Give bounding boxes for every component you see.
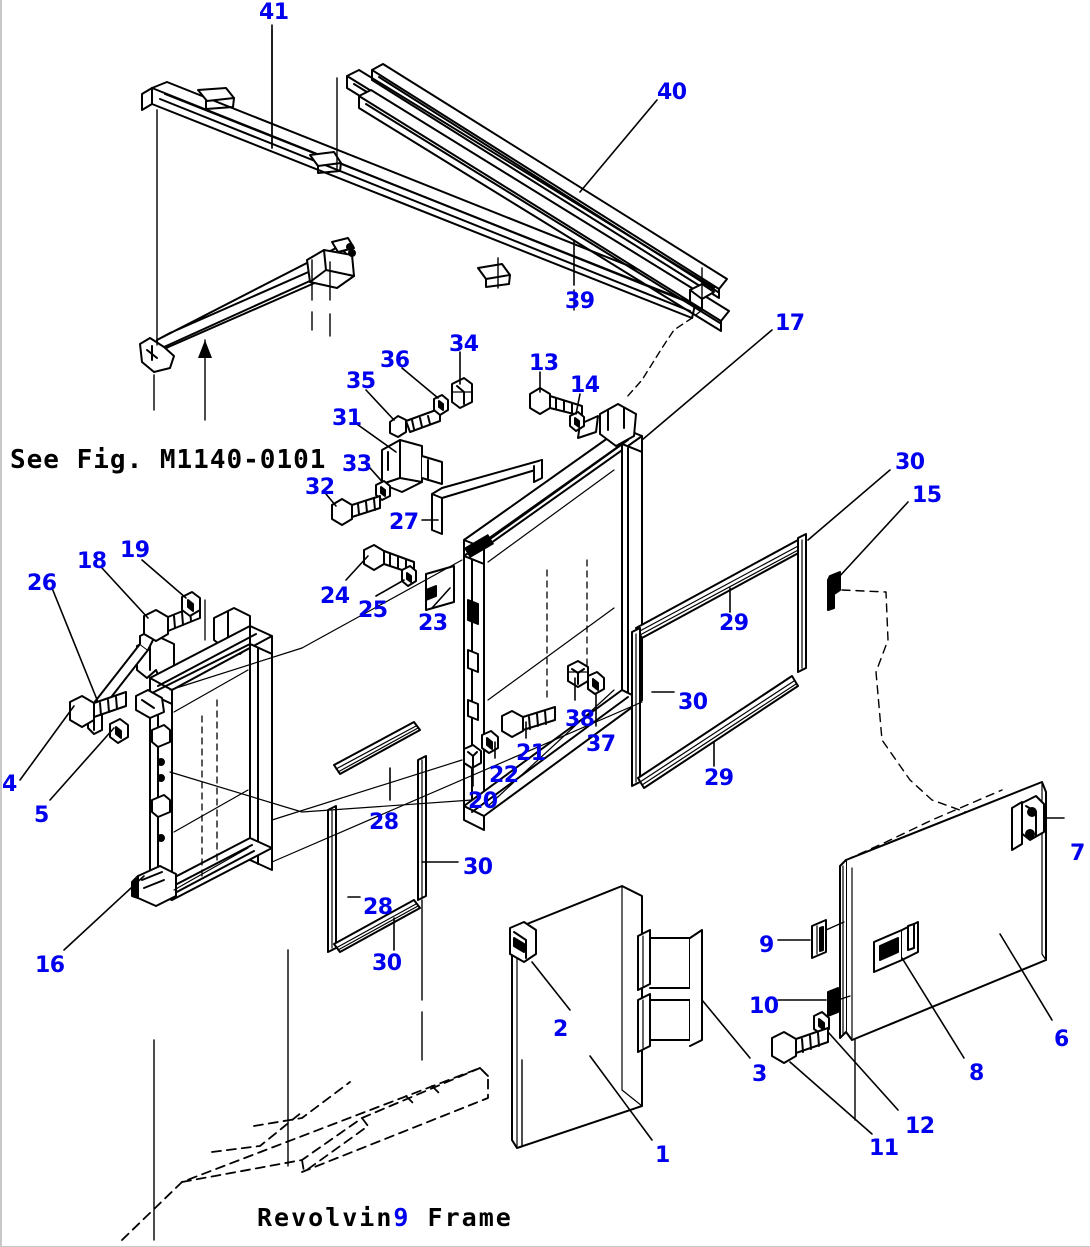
callout-18[interactable]: 18 <box>77 549 107 574</box>
door-panel-6 <box>771 781 1065 1135</box>
callout-41[interactable]: 41 <box>259 0 289 25</box>
callout-37[interactable]: 37 <box>586 732 616 757</box>
callout-25[interactable]: 25 <box>358 598 388 623</box>
callout-30c[interactable]: 30 <box>463 855 493 880</box>
callout-21[interactable]: 21 <box>516 741 546 766</box>
callout-39[interactable]: 39 <box>565 289 595 314</box>
revolving-frame-label-suffix: Frame <box>410 1203 513 1232</box>
callout-19[interactable]: 19 <box>120 538 150 563</box>
callout-27[interactable]: 27 <box>389 510 419 535</box>
callout-12[interactable]: 12 <box>905 1114 935 1139</box>
callout-10[interactable]: 10 <box>749 994 779 1019</box>
callout-26[interactable]: 26 <box>27 571 57 596</box>
callout-23[interactable]: 23 <box>418 611 448 636</box>
callout-40[interactable]: 40 <box>657 80 687 105</box>
cross-rail-lower <box>139 237 356 373</box>
fastener-cluster-lower <box>463 660 605 787</box>
callout-35[interactable]: 35 <box>346 369 376 394</box>
callout-7[interactable]: 7 <box>1070 841 1085 866</box>
callout-30d[interactable]: 30 <box>372 951 402 976</box>
revolving-frame-label: Revolvin9 Frame <box>257 1205 513 1230</box>
callout-30b[interactable]: 30 <box>678 690 708 715</box>
callout-15[interactable]: 15 <box>912 483 942 508</box>
callout-32[interactable]: 32 <box>305 475 335 500</box>
callout-4[interactable]: 4 <box>2 772 17 797</box>
callout-5[interactable]: 5 <box>34 803 49 828</box>
callout-36[interactable]: 36 <box>380 348 410 373</box>
upper-rail-39 <box>358 89 730 332</box>
callout-6[interactable]: 6 <box>1054 1027 1069 1052</box>
callout-33[interactable]: 33 <box>342 452 372 477</box>
revolving-frame-label-blue-char: 9 <box>393 1203 411 1232</box>
fastener-cluster-upper <box>325 351 585 611</box>
callout-38[interactable]: 38 <box>565 707 595 732</box>
revolving-frame-label-prefix: Revolvin <box>257 1203 394 1232</box>
callout-29a[interactable]: 29 <box>719 611 749 636</box>
callout-11[interactable]: 11 <box>869 1136 899 1161</box>
washer-19 <box>181 591 201 617</box>
callout-24[interactable]: 24 <box>320 584 350 609</box>
see-figure-note: See Fig. M1140-0101 <box>10 445 327 475</box>
callout-34[interactable]: 34 <box>449 332 479 357</box>
callout-3[interactable]: 3 <box>752 1062 767 1087</box>
revolving-frame-base <box>121 1067 489 1241</box>
callout-16[interactable]: 16 <box>35 953 65 978</box>
callout-13[interactable]: 13 <box>529 351 559 376</box>
callout-20[interactable]: 20 <box>468 789 498 814</box>
washer-5 <box>109 718 129 744</box>
callout-2[interactable]: 2 <box>553 1017 568 1042</box>
seal-group-right <box>631 533 807 789</box>
callout-28a[interactable]: 28 <box>369 810 399 835</box>
callout-9[interactable]: 9 <box>759 933 774 958</box>
callout-22[interactable]: 22 <box>489 763 519 788</box>
callout-1[interactable]: 1 <box>655 1143 670 1168</box>
callout-8[interactable]: 8 <box>969 1061 984 1086</box>
callout-31[interactable]: 31 <box>332 406 362 431</box>
callout-17[interactable]: 17 <box>775 311 805 336</box>
callout-30a[interactable]: 30 <box>895 450 925 475</box>
seal-group-left <box>327 721 427 953</box>
cover-panel-1 <box>509 885 751 1149</box>
callout-28b[interactable]: 28 <box>363 895 393 920</box>
bolt-4 <box>69 691 127 728</box>
callout-14[interactable]: 14 <box>570 373 600 398</box>
callout-29b[interactable]: 29 <box>704 766 734 791</box>
